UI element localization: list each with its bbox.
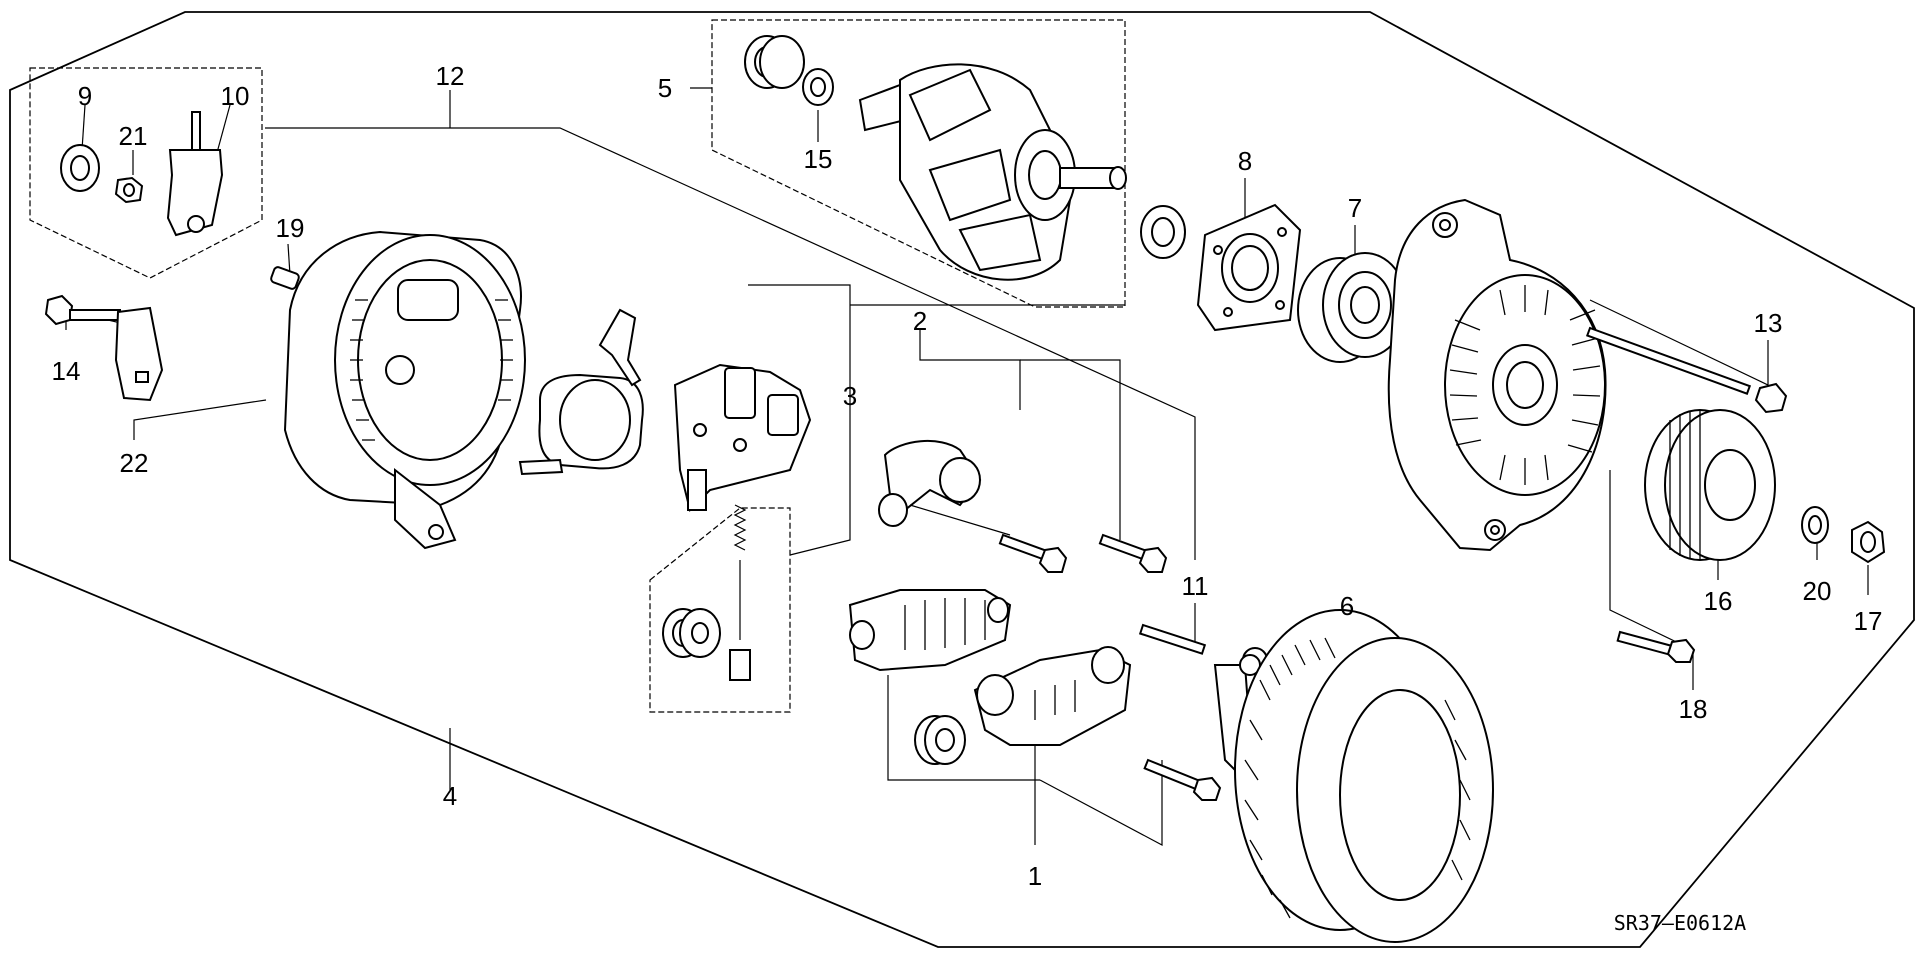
callout-19: 19 bbox=[276, 213, 305, 243]
callout-2: 2 bbox=[913, 306, 927, 336]
part-brush-set bbox=[662, 504, 751, 681]
callout-7: 7 bbox=[1348, 193, 1362, 223]
callout-20: 20 bbox=[1803, 576, 1832, 606]
part-13-through-bolt bbox=[1585, 326, 1788, 414]
part-spacer bbox=[914, 715, 966, 765]
callout-10: 10 bbox=[221, 81, 250, 111]
part-18-bolt bbox=[1616, 630, 1696, 663]
callout-14: 14 bbox=[52, 356, 81, 386]
part-screws-2 bbox=[998, 533, 1168, 573]
callout-1: 1 bbox=[1028, 861, 1042, 891]
part-3-regulator bbox=[673, 363, 812, 512]
diagram-code: SR37–E0612A bbox=[1614, 911, 1746, 935]
group-box-5-15 bbox=[711, 19, 1126, 308]
callout-12: 12 bbox=[436, 61, 465, 91]
part-4-rear-housing bbox=[283, 230, 526, 550]
callout-18: 18 bbox=[1679, 694, 1708, 724]
callout-3: 3 bbox=[843, 381, 857, 411]
part-17-nut bbox=[1851, 520, 1886, 564]
callout-11: 11 bbox=[1182, 571, 1209, 601]
part-2-brush-holder bbox=[878, 439, 1011, 536]
part-10-terminal bbox=[166, 111, 224, 237]
part-20-washer bbox=[1801, 506, 1829, 544]
part-bearing-small bbox=[1140, 205, 1186, 259]
callout-13: 13 bbox=[1754, 308, 1783, 338]
callout-8: 8 bbox=[1238, 146, 1252, 176]
callout-labels: 1 2 3 4 5 6 7 8 9 10 11 12 13 14 15 16 1… bbox=[52, 61, 1883, 891]
callout-6: 6 bbox=[1340, 591, 1354, 621]
group-box-brushes bbox=[649, 507, 791, 713]
group-box-9-10-21 bbox=[29, 67, 263, 279]
part-5-rotor bbox=[744, 35, 1127, 281]
outer-border bbox=[9, 11, 1915, 948]
part-8-retainer-plate bbox=[1196, 203, 1302, 332]
callout-15: 15 bbox=[804, 144, 833, 174]
part-6-stator bbox=[1234, 609, 1494, 943]
callout-4: 4 bbox=[443, 781, 457, 811]
callout-5: 5 bbox=[658, 73, 672, 103]
part-19-pin bbox=[270, 266, 300, 290]
part-9-seal bbox=[60, 144, 100, 192]
part-insulator bbox=[518, 308, 644, 476]
callout-9: 9 bbox=[78, 81, 92, 111]
callout-16: 16 bbox=[1704, 586, 1733, 616]
callout-22: 22 bbox=[120, 448, 149, 478]
callout-17: 17 bbox=[1854, 606, 1883, 636]
part-7-bearing bbox=[1297, 252, 1408, 363]
part-14-bolt bbox=[44, 294, 121, 326]
callout-21: 21 bbox=[119, 121, 148, 151]
part-1-rectifier bbox=[848, 589, 1012, 672]
part-21-nut bbox=[114, 176, 144, 204]
part-16-pulley bbox=[1644, 409, 1776, 561]
part-22-bracket bbox=[114, 306, 164, 402]
part-rectifier-holder bbox=[973, 646, 1132, 746]
part-front-housing bbox=[1387, 198, 1607, 552]
